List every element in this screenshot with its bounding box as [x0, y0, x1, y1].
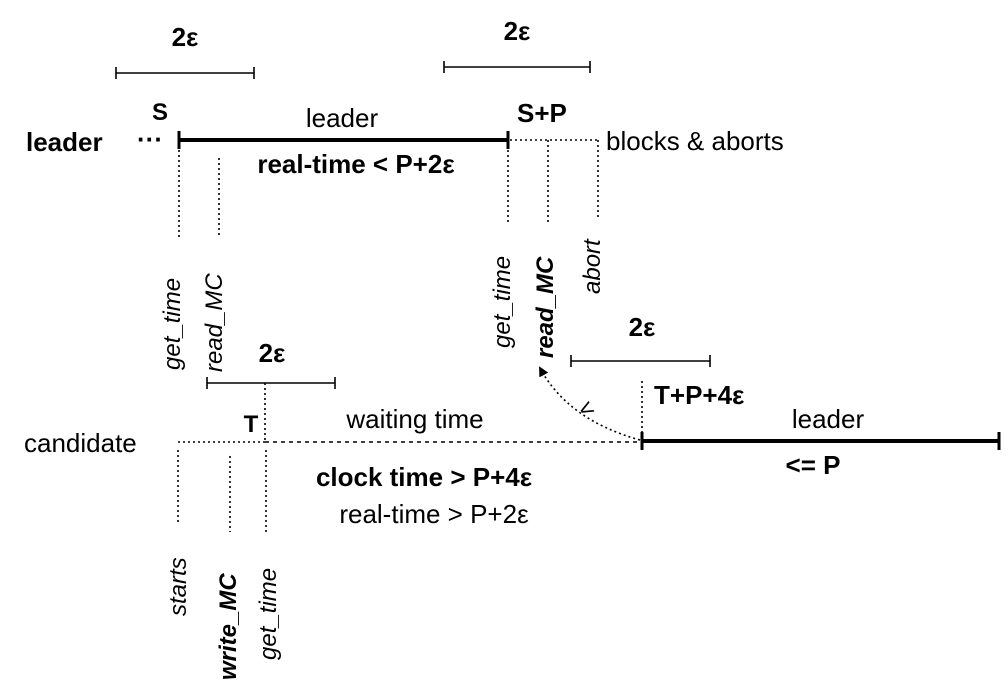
event-read-mc-1: read_MC	[201, 273, 228, 372]
candidate-realtime-label: real-time > P+2ε	[339, 499, 529, 529]
start-label-s: S	[152, 99, 168, 126]
epsilon-bracket-1: 2ε	[115, 22, 255, 79]
ordering-arrow-label: <	[574, 394, 599, 424]
leader-row-label: leader	[26, 127, 103, 157]
top-lease-label: leader	[306, 103, 379, 133]
event-starts: starts	[165, 557, 192, 616]
epsilon-label-3: 2ε	[259, 338, 286, 368]
event-abort: abort	[579, 238, 606, 294]
top-lease-duration: real-time < P+2ε	[257, 149, 454, 179]
waiting-time-label: waiting time	[345, 404, 483, 434]
event-get-time-2: get_time	[489, 256, 516, 348]
event-write-mc: write_MC	[215, 573, 242, 680]
ellipsis: ···	[137, 124, 163, 154]
epsilon-bracket-2: 2ε	[443, 16, 591, 73]
new-lease-label: leader	[792, 404, 865, 434]
new-lease-duration: <= P	[786, 450, 841, 480]
ordering-arrow	[539, 366, 641, 441]
epsilon-label-2: 2ε	[504, 16, 531, 46]
event-get-time-1: get_time	[159, 278, 186, 370]
top-lease-segment	[177, 131, 510, 149]
new-lease-start-label: T+P+4ε	[654, 380, 744, 410]
candidate-row-label: candidate	[24, 428, 137, 458]
epsilon-bracket-3: 2ε	[206, 338, 336, 389]
clock-time-label: clock time > P+4ε	[316, 462, 532, 492]
epsilon-bracket-4: 2ε	[570, 312, 711, 367]
point-label-t: T	[244, 411, 259, 438]
event-read-mc-2: read_MC	[532, 256, 559, 358]
epsilon-label-1: 2ε	[172, 22, 199, 52]
blocks-aborts-label: blocks & aborts	[606, 126, 784, 156]
new-lease-segment	[640, 432, 1001, 450]
end-label-s-plus-p: S+P	[517, 98, 567, 128]
epsilon-label-4: 2ε	[629, 312, 656, 342]
event-get-time-3: get_time	[255, 568, 282, 660]
